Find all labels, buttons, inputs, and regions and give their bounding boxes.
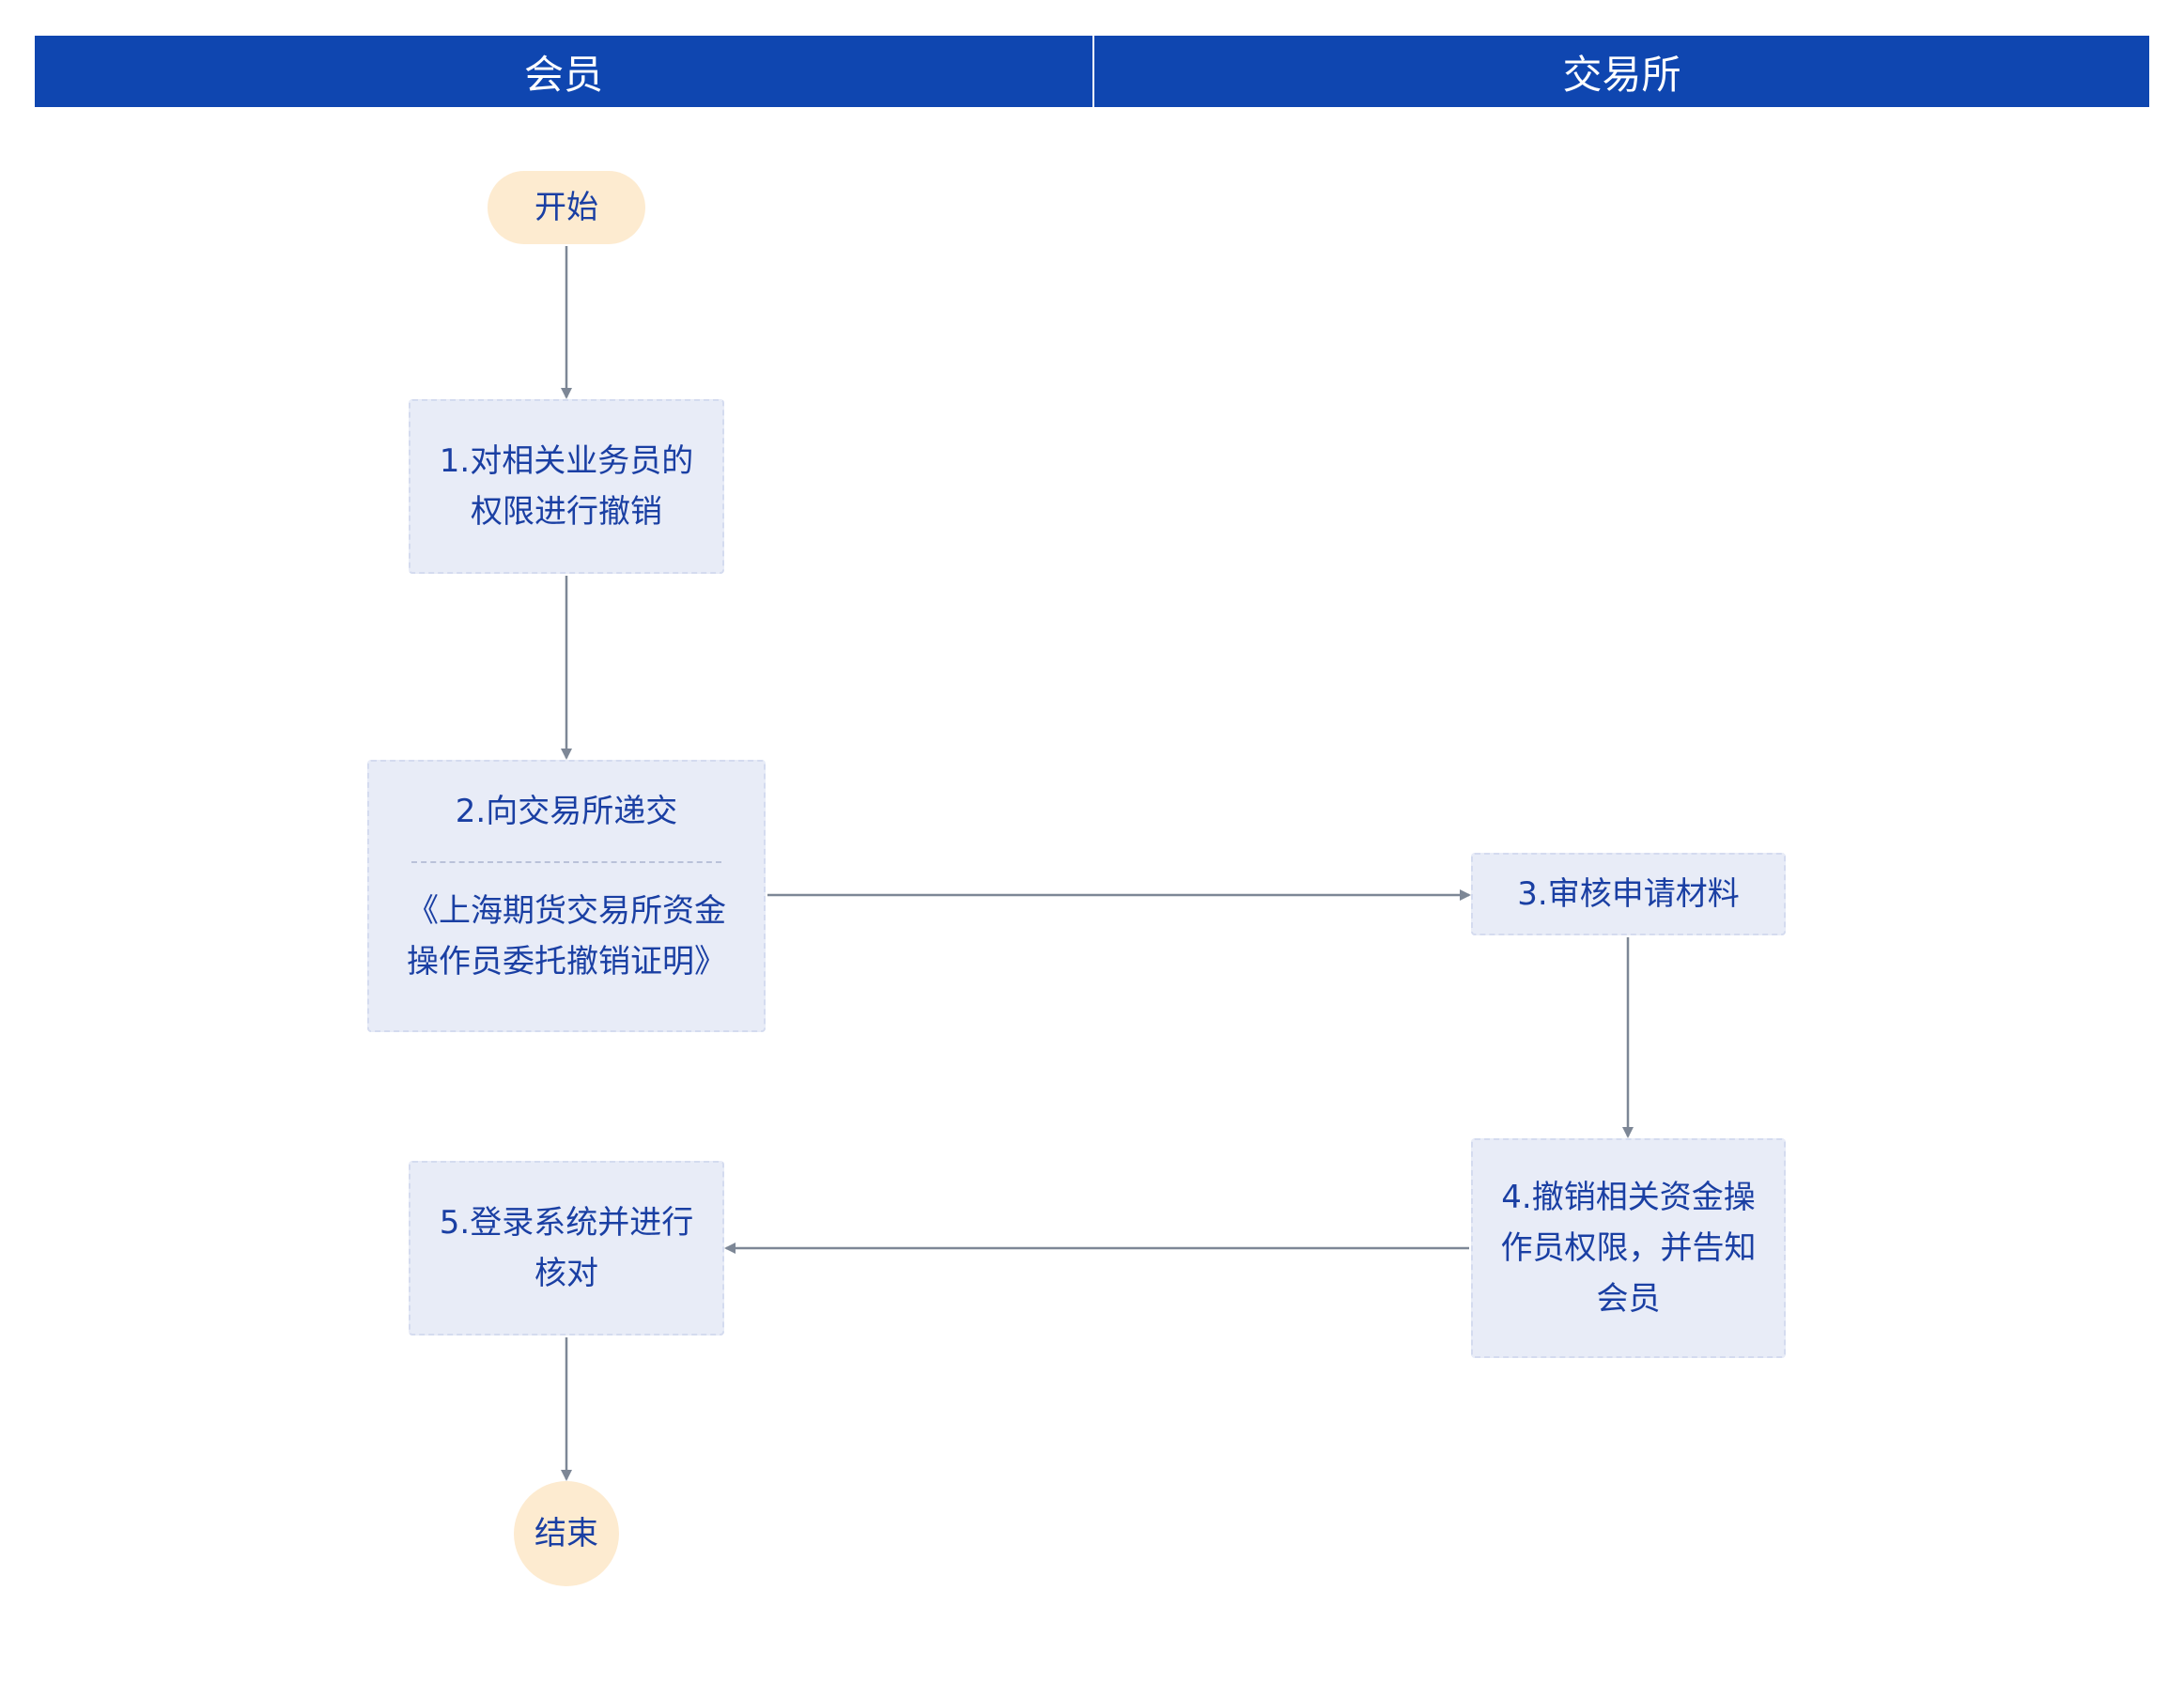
step2-submit-to-exchange-node: 2.向交易所递交 《上海期货交易所资金 操作员委托撤销证明》 [367, 760, 766, 1032]
lane-header-exchange: 交易所 [1092, 36, 2149, 107]
lane-header-member: 会员 [35, 36, 1092, 107]
step4-label-line1: 4.撤销相关资金操 [1501, 1179, 1756, 1216]
step1-revoke-permissions-node: 1.对相关业务员的 权限进行撤销 [409, 399, 724, 574]
end-node: 结束 [514, 1481, 619, 1586]
step2-doc-line1: 《上海期货交易所资金 [407, 892, 726, 930]
step4-label-line3: 会员 [1596, 1280, 1661, 1318]
step3-review-materials-node: 3.审核申请材料 [1471, 853, 1786, 935]
step5-label-line2: 核对 [534, 1255, 598, 1292]
step4-label-line2: 作员权限，并告知 [1500, 1229, 1757, 1267]
step5-login-and-verify-node: 5.登录系统并进行 核对 [409, 1161, 724, 1336]
step1-label-line1: 1.对相关业务员的 [439, 442, 694, 480]
end-node-label: 结束 [534, 1515, 598, 1552]
start-node: 开始 [488, 171, 645, 244]
start-node-label: 开始 [534, 189, 598, 226]
step2-divider [411, 861, 721, 863]
step1-label-line2: 权限进行撤销 [471, 493, 662, 531]
step5-label-line1: 5.登录系统并进行 [439, 1204, 694, 1242]
step4-revoke-and-notify-node: 4.撤销相关资金操 作员权限，并告知 会员 [1471, 1138, 1786, 1358]
step3-label: 3.审核申请材料 [1517, 875, 1740, 913]
step2-title: 2.向交易所递交 [455, 793, 678, 830]
step2-doc-line2: 操作员委托撤销证明》 [407, 943, 726, 980]
